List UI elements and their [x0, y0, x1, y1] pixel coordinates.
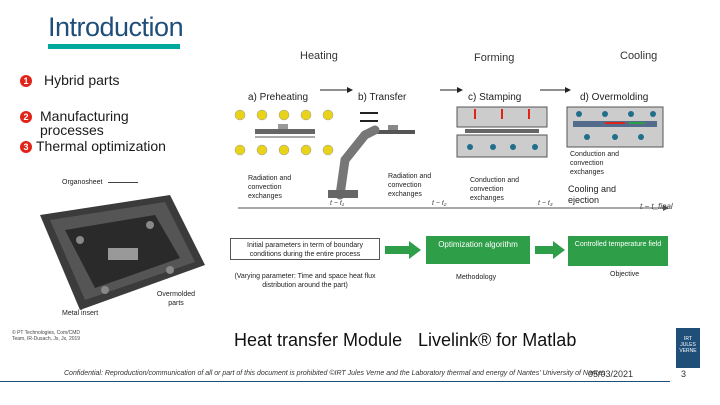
- stamping-diagram: [456, 106, 548, 158]
- radiation-label-2: Radiation and convection exchanges: [388, 173, 432, 198]
- step-preheating: a) Preheating: [248, 92, 309, 103]
- footer-date: 05/03/2021: [588, 369, 634, 379]
- overmolding-diagram: [566, 106, 664, 148]
- varying-parameter-note: (Varying parameter: Time and space heat …: [234, 273, 376, 289]
- footer-divider: [0, 381, 670, 382]
- conduction-label-2: Conduction and convection exchanges: [570, 151, 620, 176]
- agenda-item-2: Manufacturing processes: [40, 108, 129, 138]
- agenda-item-3: Thermal optimization: [36, 138, 166, 154]
- title-underline: [48, 44, 180, 49]
- irt-logo: IRT JULES VERNE: [676, 328, 700, 368]
- stage-cooling: Cooling: [620, 50, 658, 62]
- agenda-number-1: 1: [20, 75, 32, 87]
- objective-label: Objective: [610, 271, 640, 278]
- step-overmolding: d) Overmolding: [580, 92, 649, 103]
- stage-heating: Heating: [300, 50, 338, 62]
- footer-confidential: Confidential: Reproduction/communication…: [64, 370, 606, 377]
- agenda-number-3: 3: [20, 141, 32, 153]
- page-number: 3: [681, 369, 687, 379]
- cooling-ejection-label: Cooling and ejection: [568, 184, 617, 205]
- time-label-3: t − t₃: [538, 200, 553, 207]
- organosheet-leader: [108, 182, 138, 183]
- agenda-number-2: 2: [20, 111, 32, 123]
- organosheet-label: Organosheet: [62, 179, 103, 186]
- preheating-diagram: [234, 109, 334, 156]
- part-image: [40, 195, 205, 310]
- arrow-to-controlled: [535, 241, 565, 259]
- time-label-1: t − t₁: [330, 200, 345, 207]
- irt-logo-text: IRT JULES VERNE: [679, 336, 697, 354]
- time-label-final: t − t_final: [640, 202, 673, 211]
- initial-parameters-box: Initial parameters in term of boundary c…: [230, 238, 380, 260]
- methodology-label: Methodology: [456, 274, 497, 281]
- process-timeline: [238, 205, 669, 211]
- heat-transfer-module-label: Heat transfer Module: [234, 330, 403, 350]
- livelink-label: Livelink® for Matlab: [418, 330, 577, 350]
- conduction-label-1: Conduction and convection exchanges: [470, 177, 520, 202]
- agenda-item-1: Hybrid parts: [44, 72, 120, 88]
- step-transfer: b) Transfer: [358, 92, 407, 103]
- optimization-box: Optimization algorithm: [426, 236, 530, 264]
- time-label-2: t − t₂: [432, 200, 447, 207]
- stage-forming: Forming: [474, 52, 515, 64]
- copyright-text: © PT Technologies, Com/CMD Team, IR-Dusa…: [12, 330, 81, 342]
- step-stamping: c) Stamping: [468, 92, 522, 103]
- radiation-label-1: Radiation and convection exchanges: [248, 175, 292, 200]
- overmolded-label: Overmolded parts: [156, 291, 196, 307]
- arrow-to-optimization: [385, 241, 421, 259]
- controlled-temperature-box: Controlled temperature field: [568, 236, 668, 266]
- transfer-robot-diagram: [328, 112, 415, 200]
- step-arrows: [320, 87, 571, 93]
- page-title: Introduction: [48, 12, 184, 42]
- metal-insert-label: Metal insert: [62, 310, 99, 317]
